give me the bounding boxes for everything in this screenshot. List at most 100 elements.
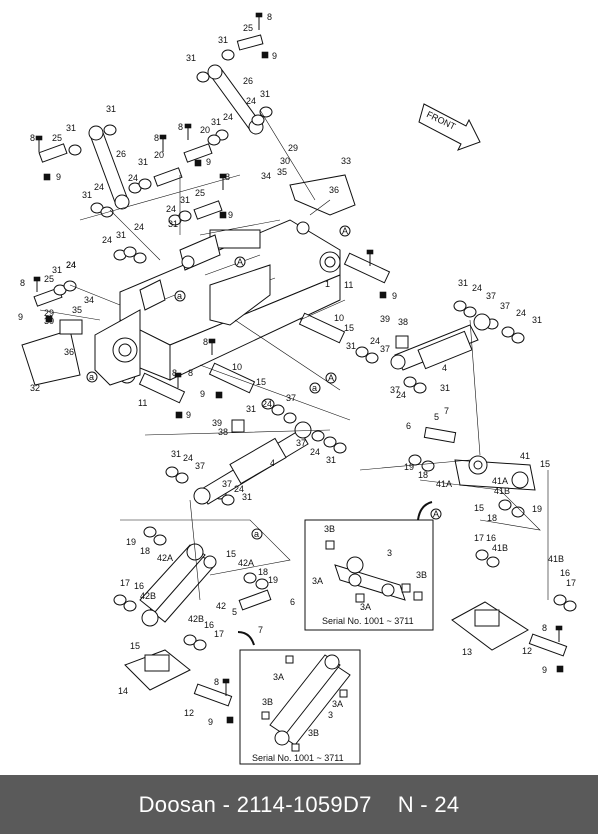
clamp-35 bbox=[59, 319, 83, 335]
washers bbox=[53, 49, 577, 651]
part-label: 38 bbox=[398, 317, 408, 327]
part-label: 30 bbox=[44, 316, 54, 326]
link-26-lower bbox=[88, 125, 130, 210]
part-label: 24 bbox=[234, 484, 244, 494]
pins bbox=[33, 143, 568, 707]
part-label: 25 bbox=[52, 133, 62, 143]
part-label: 39 bbox=[380, 314, 390, 324]
part-label: 8 bbox=[20, 278, 25, 288]
part-label: 15 bbox=[344, 323, 354, 333]
part-label: 18 bbox=[140, 546, 150, 556]
part-label: 13 bbox=[462, 647, 472, 657]
part-label: 24 bbox=[223, 112, 233, 122]
serial-caption-right: Serial No. 1001 ~ 3711 bbox=[322, 616, 414, 626]
part-label: 31 bbox=[242, 492, 252, 502]
footer-page: N - 24 bbox=[397, 791, 460, 817]
part-label: 8 bbox=[178, 122, 183, 132]
link-26-upper bbox=[207, 34, 264, 135]
part-label: 41B bbox=[492, 543, 508, 553]
part-label: 8 bbox=[188, 368, 193, 378]
part-label: 24 bbox=[516, 308, 526, 318]
part-label: 29 bbox=[288, 143, 298, 153]
part-label: 11 bbox=[344, 280, 353, 290]
part-label: 8 bbox=[154, 133, 159, 143]
part-label: 41A bbox=[492, 476, 508, 486]
part-label: 31 bbox=[168, 219, 178, 229]
part-label: 24 bbox=[396, 390, 406, 400]
bracket-33 bbox=[289, 174, 356, 216]
part-label: 8 bbox=[172, 368, 177, 378]
part-label: 35 bbox=[72, 305, 82, 315]
part-label: 24 bbox=[310, 447, 320, 457]
part-label: 31 bbox=[218, 35, 228, 45]
part-label: 34 bbox=[84, 295, 94, 305]
serial-caption-left: Serial No. 1001 ~ 3711 bbox=[252, 753, 344, 763]
part-label: 37 bbox=[286, 393, 296, 403]
part-label: 37 bbox=[486, 291, 496, 301]
part-label: 25 bbox=[44, 274, 54, 284]
part-label: 39 bbox=[212, 418, 222, 428]
bolts bbox=[33, 12, 564, 724]
part-label: 12 bbox=[522, 646, 532, 656]
part-label: 6 bbox=[290, 597, 295, 607]
part-label: 30 bbox=[280, 156, 290, 166]
part-label: 24 bbox=[183, 453, 193, 463]
inset-right-link bbox=[325, 540, 423, 603]
part-label: 31 bbox=[186, 53, 196, 63]
part-label: 24 bbox=[262, 399, 272, 409]
part-label: 32 bbox=[30, 383, 40, 393]
callout-a-2: A bbox=[342, 226, 348, 236]
part-label: 25 bbox=[195, 188, 205, 198]
cylinder-4-left bbox=[193, 419, 312, 505]
part-label: 3B bbox=[416, 570, 427, 580]
part-label: 24 bbox=[66, 260, 76, 270]
part-label: 14 bbox=[118, 686, 128, 696]
part-label: 31 bbox=[458, 278, 468, 288]
part-label: 20 bbox=[154, 150, 164, 160]
part-label: 19 bbox=[532, 504, 542, 514]
part-label: 31 bbox=[82, 190, 92, 200]
part-label: 1 bbox=[325, 279, 330, 289]
part-label: 15 bbox=[226, 549, 236, 559]
part-label: 24 bbox=[94, 182, 104, 192]
part-label: 34 bbox=[261, 171, 271, 181]
part-label: 29 bbox=[44, 308, 54, 318]
part-label: 41B bbox=[548, 554, 564, 564]
part-label: 10 bbox=[232, 362, 242, 372]
callout-a-1: A bbox=[237, 257, 243, 267]
part-label: 41A bbox=[436, 479, 452, 489]
part-label: 9 bbox=[200, 389, 205, 399]
part-label: 20 bbox=[200, 125, 210, 135]
part-label: 5 bbox=[232, 607, 237, 617]
part-label: 31 bbox=[346, 341, 356, 351]
callout-a-3: a bbox=[177, 291, 182, 301]
part-label: 18 bbox=[487, 513, 497, 523]
part-label: 24 bbox=[128, 173, 138, 183]
part-label: 8 bbox=[542, 623, 547, 633]
footer-part-number: 2114-1059D7 bbox=[236, 791, 372, 817]
part-label: 3B bbox=[308, 728, 319, 738]
part-label: 10 bbox=[334, 313, 344, 323]
part-label: 17 bbox=[474, 533, 484, 543]
part-label: 38 bbox=[218, 427, 228, 437]
callout-a-7: A bbox=[433, 509, 439, 519]
part-label: 7 bbox=[444, 406, 449, 416]
part-label: 15 bbox=[130, 641, 140, 651]
part-label: 18 bbox=[258, 567, 268, 577]
part-label: 16 bbox=[486, 533, 496, 543]
part-label: 36 bbox=[64, 347, 74, 357]
part-label: 8 bbox=[225, 172, 230, 182]
part-label: 31 bbox=[106, 104, 116, 114]
part-label: 9 bbox=[208, 717, 213, 727]
part-label: 9 bbox=[228, 210, 233, 220]
part-label: 35 bbox=[277, 167, 287, 177]
part-label: 15 bbox=[256, 377, 266, 387]
leader-lines bbox=[39, 109, 549, 601]
part-label: 19 bbox=[126, 537, 136, 547]
part-label: 8 bbox=[30, 133, 35, 143]
part-label: 26 bbox=[116, 149, 126, 159]
part-label: 26 bbox=[243, 76, 253, 86]
part-label: 8 bbox=[214, 677, 219, 687]
part-label: 18 bbox=[418, 470, 428, 480]
part-label: 24 bbox=[472, 283, 482, 293]
